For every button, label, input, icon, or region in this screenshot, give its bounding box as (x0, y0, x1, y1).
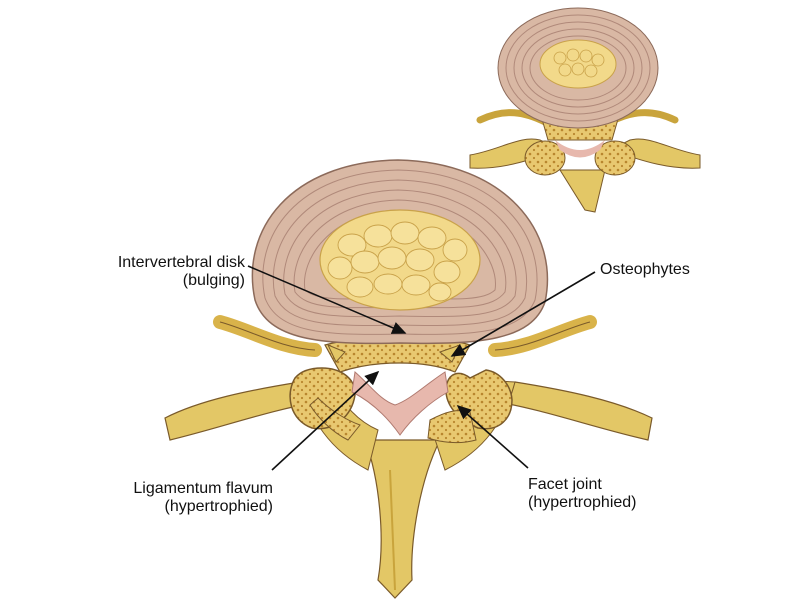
arrow-ligamentum (271, 370, 380, 471)
intervertebral-disk (251, 159, 549, 345)
spinous-process (364, 439, 441, 599)
label-osteophytes: Osteophytes (600, 261, 690, 279)
arrow-facet (456, 404, 529, 469)
arrow-osteophytes (450, 271, 596, 357)
label-osteophytes-line1: Osteophytes (600, 261, 690, 278)
ligamentum-flavum (351, 371, 449, 436)
label-ligamentum-line2: (hypertrophied) (164, 498, 274, 515)
label-ligamentum-line1: Ligamentum flavum (133, 480, 273, 497)
osteophyte-left (326, 344, 346, 363)
left-facet (289, 367, 356, 430)
label-intervertebral-disk: Intervertebral disk (bulging) (90, 254, 245, 290)
label-facet-line1: Facet joint (528, 476, 602, 493)
main-vertebra (164, 159, 653, 599)
label-disk-line1: Intervertebral disk (117, 254, 245, 271)
leader-arrows (247, 265, 596, 471)
label-facet-joint: Facet joint (hypertrophied) (528, 476, 637, 512)
label-disk-line2: (bulging) (182, 272, 245, 289)
label-facet-line2: (hypertrophied) (528, 494, 637, 511)
right-transverse-process (496, 381, 653, 441)
arrow-disk (247, 265, 407, 334)
inset-normal-vertebra (469, 7, 701, 213)
label-ligamentum-flavum: Ligamentum flavum (hypertrophied) (98, 480, 273, 516)
